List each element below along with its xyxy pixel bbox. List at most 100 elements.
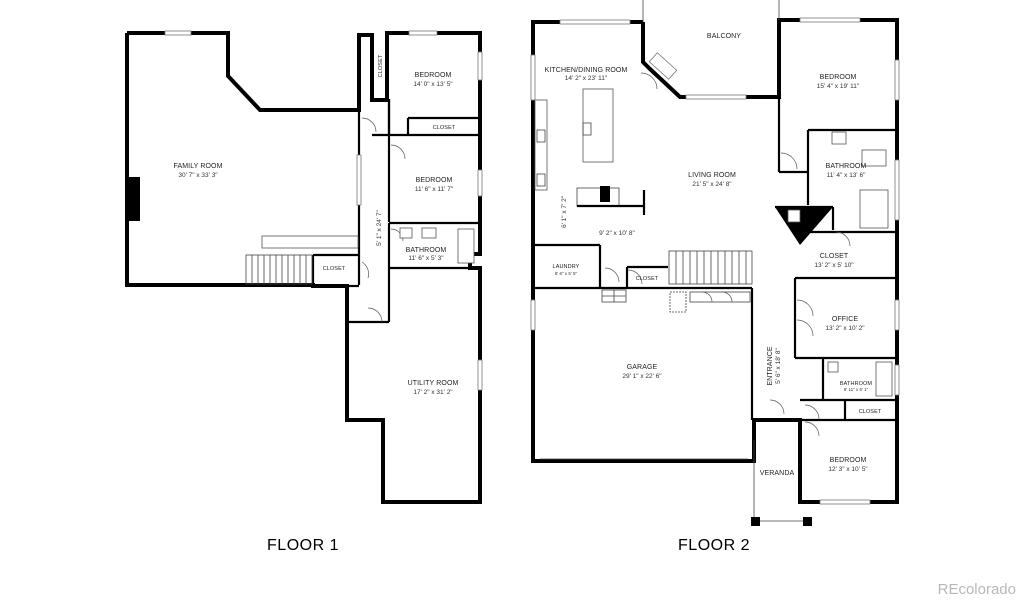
hall-dim: 5' 1" x 24' 7"	[376, 209, 383, 245]
post-icon	[803, 517, 812, 526]
door-icon	[796, 319, 814, 337]
door-icon	[804, 421, 820, 437]
window-icon	[408, 30, 438, 36]
window-icon	[356, 154, 362, 206]
floor-2-plan: BALCONY KITCHEN/DINING ROOM 14' 2" x 23'…	[530, 0, 900, 554]
bathtub-icon	[457, 228, 475, 264]
closet-vertical-name: CLOSET	[378, 54, 384, 77]
post-icon	[751, 517, 760, 526]
floor-2-label: FLOOR 2	[678, 537, 750, 554]
closet-small-name: CLOSET	[636, 276, 659, 282]
window-icon	[894, 364, 900, 396]
living-room-name: LIVING ROOM	[688, 172, 736, 179]
utility-room-dim: 17' 2" x 31' 2"	[413, 389, 453, 396]
bathroom-small-name: BATHROOM	[840, 381, 872, 387]
bathroom-dim: 11' 6" x 5' 3"	[408, 255, 444, 262]
hall-dim: 9' 2" x 10' 8"	[599, 230, 635, 237]
door-icon	[604, 267, 620, 283]
door-icon	[780, 152, 798, 170]
counter-icon	[261, 235, 359, 249]
office-name: OFFICE	[832, 316, 858, 323]
kitchen-dim: 14' 2" x 23' 11"	[565, 75, 608, 82]
balcony-name: BALCONY	[707, 33, 741, 40]
column-icon	[775, 207, 833, 245]
door-icon	[640, 72, 658, 90]
window-icon	[559, 19, 631, 25]
family-room-name: FAMILY ROOM	[173, 163, 222, 170]
bedroom-bottom-dim: 12' 3" x 10' 5"	[828, 466, 868, 473]
utility-room-name: UTILITY ROOM	[408, 380, 459, 387]
window-icon	[894, 159, 900, 221]
floor-1-label: FLOOR 1	[267, 537, 339, 554]
bedroom-a-dim: 14' 0" x 13' 5"	[413, 81, 453, 88]
kitchen-counter-icon	[534, 99, 548, 191]
watermark-text: REcolorado	[938, 581, 1016, 598]
living-room-dim: 21' 5" x 24' 8"	[692, 181, 732, 188]
bedroom-b-name: BEDROOM	[416, 177, 453, 184]
shower-icon	[859, 189, 889, 229]
laundry-name: LAUNDRY	[553, 264, 580, 270]
door-icon	[361, 261, 369, 279]
steps-icon	[601, 289, 627, 303]
door-icon	[367, 307, 383, 323]
sink-icon	[421, 227, 437, 239]
floor-1-outer-wall	[125, 31, 482, 504]
toilet-icon	[787, 209, 801, 223]
door-icon	[721, 291, 733, 303]
door-icon	[701, 291, 713, 303]
bathroom-dim: 11' 4" x 13' 6"	[827, 172, 866, 179]
bathroom-name: BATHROOM	[826, 163, 867, 170]
floor-1-plan: FAMILY ROOM 30' 7" x 33' 3" BEDROOM 14' …	[125, 30, 483, 554]
closet-dim: 13' 2" x 5' 10"	[814, 262, 854, 269]
window-icon	[164, 30, 192, 36]
bedroom-top-name: BEDROOM	[820, 74, 857, 81]
bedroom-b-dim: 11' 6" x 11' 7"	[415, 186, 454, 193]
window-icon	[530, 54, 536, 101]
door-icon	[835, 231, 851, 247]
door-icon	[796, 299, 814, 317]
door-icon	[390, 144, 406, 160]
window-icon	[894, 59, 900, 101]
window-icon	[477, 51, 483, 81]
vertical-hall-dim: 6' 1" x 7' 2"	[561, 195, 568, 228]
window-icon	[530, 299, 536, 331]
window-icon	[819, 499, 871, 505]
door-icon	[390, 228, 404, 242]
bedroom-bottom-name: BEDROOM	[830, 457, 867, 464]
family-room-dim: 30' 7" x 33' 3"	[178, 172, 218, 179]
entrance-dim: 5' 6" x 18' 8"	[775, 347, 782, 383]
floor-2-outer-wall	[531, 18, 899, 504]
kitchen-island-icon	[582, 88, 614, 163]
window-icon	[477, 169, 483, 197]
closet-a-name: CLOSET	[433, 125, 456, 131]
fireplace-icon	[128, 177, 140, 221]
entrance-name: ENTRANCE	[767, 346, 774, 386]
kitchen-name: KITCHEN/DINING ROOM	[545, 67, 628, 74]
garage-dim: 29' 1" x 22' 6"	[622, 373, 662, 380]
stairs-icon	[668, 250, 753, 285]
sink-icon	[861, 149, 887, 167]
garage-name: GARAGE	[627, 364, 658, 371]
window-icon	[799, 17, 861, 23]
door-icon	[804, 404, 820, 420]
bathroom-small-dim: 8' 11" x 5' 1"	[844, 387, 869, 392]
toilet-icon	[827, 361, 839, 373]
door-icon	[627, 269, 643, 285]
laundry-dim: 8' 6" x 5' 5"	[555, 271, 578, 276]
bedroom-a-name: BEDROOM	[415, 72, 452, 79]
window-icon	[894, 299, 900, 331]
toilet-icon	[399, 227, 413, 239]
bedroom-top-dim: 15' 4" x 19' 11"	[817, 83, 860, 90]
toilet-icon	[831, 131, 847, 145]
stairs-small-icon	[576, 186, 646, 215]
utility-box-icon	[669, 291, 687, 313]
stairs-icon	[245, 254, 313, 285]
garage-shelf-icon	[689, 291, 751, 303]
bathtub-icon	[875, 361, 893, 397]
window-icon	[477, 359, 483, 391]
closet-b-name: CLOSET	[323, 266, 346, 272]
bathroom-name: BATHROOM	[406, 247, 447, 254]
door-icon	[769, 399, 785, 415]
closet-b-name: CLOSET	[859, 409, 882, 415]
